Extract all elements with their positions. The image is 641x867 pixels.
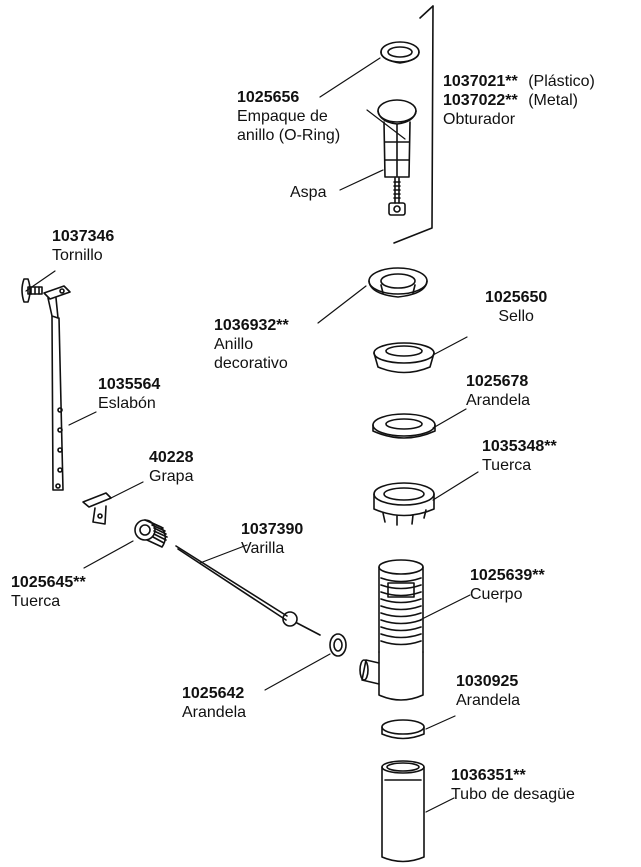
tailpiece-name: Tubo de desagüe [451, 786, 575, 803]
clip-label: 40228 Grapa [149, 448, 194, 486]
seal-part-number: 1025650 [485, 289, 548, 306]
screw-part-number: 1037346 [52, 228, 115, 245]
stopper-metal-row: 1037022** (Metal) [443, 91, 595, 110]
stopper-metal-material: (Metal) [528, 92, 578, 109]
stopper-label: 1037021** (Plástico) 1037022** (Metal) O… [443, 72, 595, 129]
washer-rod-name: Arandela [182, 704, 247, 721]
bracket-top-stub [419, 5, 434, 19]
seal-label: 1025650 Sello [485, 288, 547, 326]
washer-bottom-part-number: 1030925 [456, 673, 519, 690]
screw-part [21, 278, 43, 303]
stopper-plastic-row: 1037021** (Plástico) [443, 72, 595, 91]
nut-top-name: Tuerca [482, 457, 532, 474]
washer-rod-label: 1025642 Arandela [182, 684, 246, 722]
nut-side-part-number: 1025645** [11, 574, 86, 591]
flange-name-line1: Anillo [214, 336, 254, 353]
stopper-plastic-material: (Plástico) [528, 73, 595, 90]
seal-name: Sello [498, 308, 534, 325]
leader-lines [25, 57, 479, 813]
body-label: 1025639** Cuerpo [470, 566, 545, 604]
stopper-metal-number: 1037022** [443, 92, 518, 109]
washer-bottom-part [381, 719, 425, 740]
clip-name: Grapa [149, 468, 194, 485]
washer-rod-part [329, 633, 347, 657]
o-ring-name-line1: Empaque de [237, 108, 328, 125]
flange-label: 1036932** Anillo decorativo [214, 316, 289, 373]
link-part [43, 285, 71, 491]
link-label: 1035564 Eslabón [98, 375, 160, 413]
flange-part [368, 267, 428, 298]
stopper-group-bracket [393, 5, 434, 244]
washer-top-part [372, 413, 436, 439]
body-part-number: 1025639** [470, 567, 545, 584]
flange-name-line2: decorativo [214, 355, 288, 372]
screw-label: 1037346 Tornillo [52, 227, 114, 265]
o-ring-part [380, 41, 420, 64]
washer-rod-part-number: 1025642 [182, 685, 245, 702]
seal-part [373, 342, 435, 374]
nut-top-label: 1035348** Tuerca [482, 437, 557, 475]
rod-label: 1037390 Varilla [241, 520, 303, 558]
clip-part [82, 492, 112, 525]
body-name: Cuerpo [470, 586, 523, 603]
rod-part [175, 545, 321, 636]
nut-side-label: 1025645** Tuerca [11, 573, 86, 611]
washer-top-label: 1025678 Arandela [466, 372, 530, 410]
o-ring-part-number: 1025656 [237, 89, 300, 106]
o-ring-label: 1025656 Empaque de anillo (O-Ring) [237, 88, 340, 145]
stopper-plastic-number: 1037021** [443, 73, 518, 90]
flange-part-number: 1036932** [214, 317, 289, 334]
tailpiece-part [381, 760, 425, 863]
tailpiece-part-number: 1036351** [451, 767, 526, 784]
washer-top-part-number: 1025678 [466, 373, 529, 390]
nut-top-part [373, 482, 435, 526]
nut-top-part-number: 1035348** [482, 438, 557, 455]
screw-name: Tornillo [52, 247, 103, 264]
washer-bottom-name: Arandela [456, 692, 521, 709]
body-part [359, 559, 424, 701]
link-name: Eslabón [98, 395, 156, 412]
nut-side-name: Tuerca [11, 593, 61, 610]
rod-name: Varilla [241, 540, 285, 557]
stopper-sub-label: Aspa [290, 184, 327, 201]
washer-bottom-label: 1030925 Arandela [456, 672, 520, 710]
link-part-number: 1035564 [98, 376, 161, 393]
nut-side-part [134, 519, 168, 548]
o-ring-name-line2: anillo (O-Ring) [237, 127, 341, 144]
tailpiece-label: 1036351** Tubo de desagüe [451, 766, 575, 804]
washer-top-name: Arandela [466, 392, 531, 409]
stopper-name: Obturador [443, 111, 516, 128]
clip-part-number: 40228 [149, 449, 194, 466]
rod-part-number: 1037390 [241, 521, 304, 538]
stopper-part [377, 99, 417, 216]
